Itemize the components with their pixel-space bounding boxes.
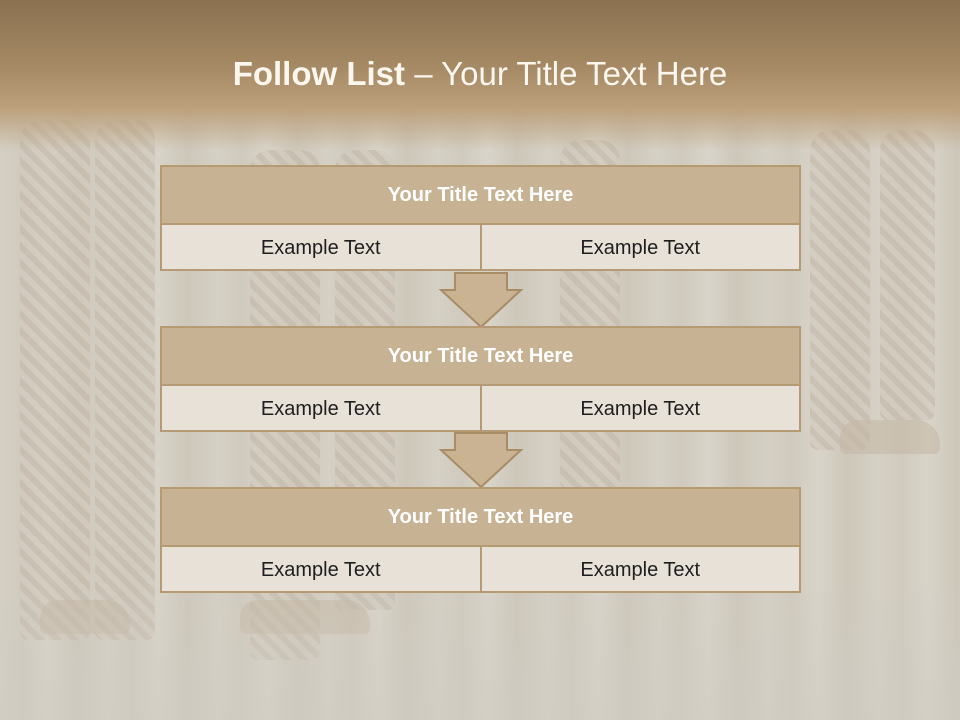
- step-row: Example Text Example Text: [162, 547, 799, 593]
- step-box-2: Your Title Text Here Example Text Exampl…: [160, 326, 801, 432]
- down-arrow-icon: [438, 432, 524, 489]
- step-text-right: Example Text: [479, 225, 800, 271]
- title-band: [0, 0, 960, 150]
- step-text-left: Example Text: [260, 236, 381, 259]
- slide-title-bold: Follow List: [232, 55, 406, 92]
- slide-title-rest: – Your Title Text Here: [405, 55, 728, 92]
- step-box-1: Your Title Text Here Example Text Exampl…: [160, 165, 801, 271]
- step-text-right: Example Text: [479, 547, 800, 593]
- slide-title: Follow List – Your Title Text Here: [0, 55, 960, 93]
- step-row: Example Text Example Text: [162, 386, 799, 432]
- step-row: Example Text Example Text: [162, 225, 799, 271]
- step-text-right: Example Text: [479, 386, 800, 432]
- step-title: Your Title Text Here: [162, 328, 799, 386]
- step-text-left: Example Text: [260, 558, 381, 581]
- step-title: Your Title Text Here: [162, 167, 799, 225]
- down-arrow-icon: [438, 272, 524, 329]
- step-text-left: Example Text: [260, 397, 381, 420]
- step-title: Your Title Text Here: [162, 489, 799, 547]
- step-box-3: Your Title Text Here Example Text Exampl…: [160, 487, 801, 593]
